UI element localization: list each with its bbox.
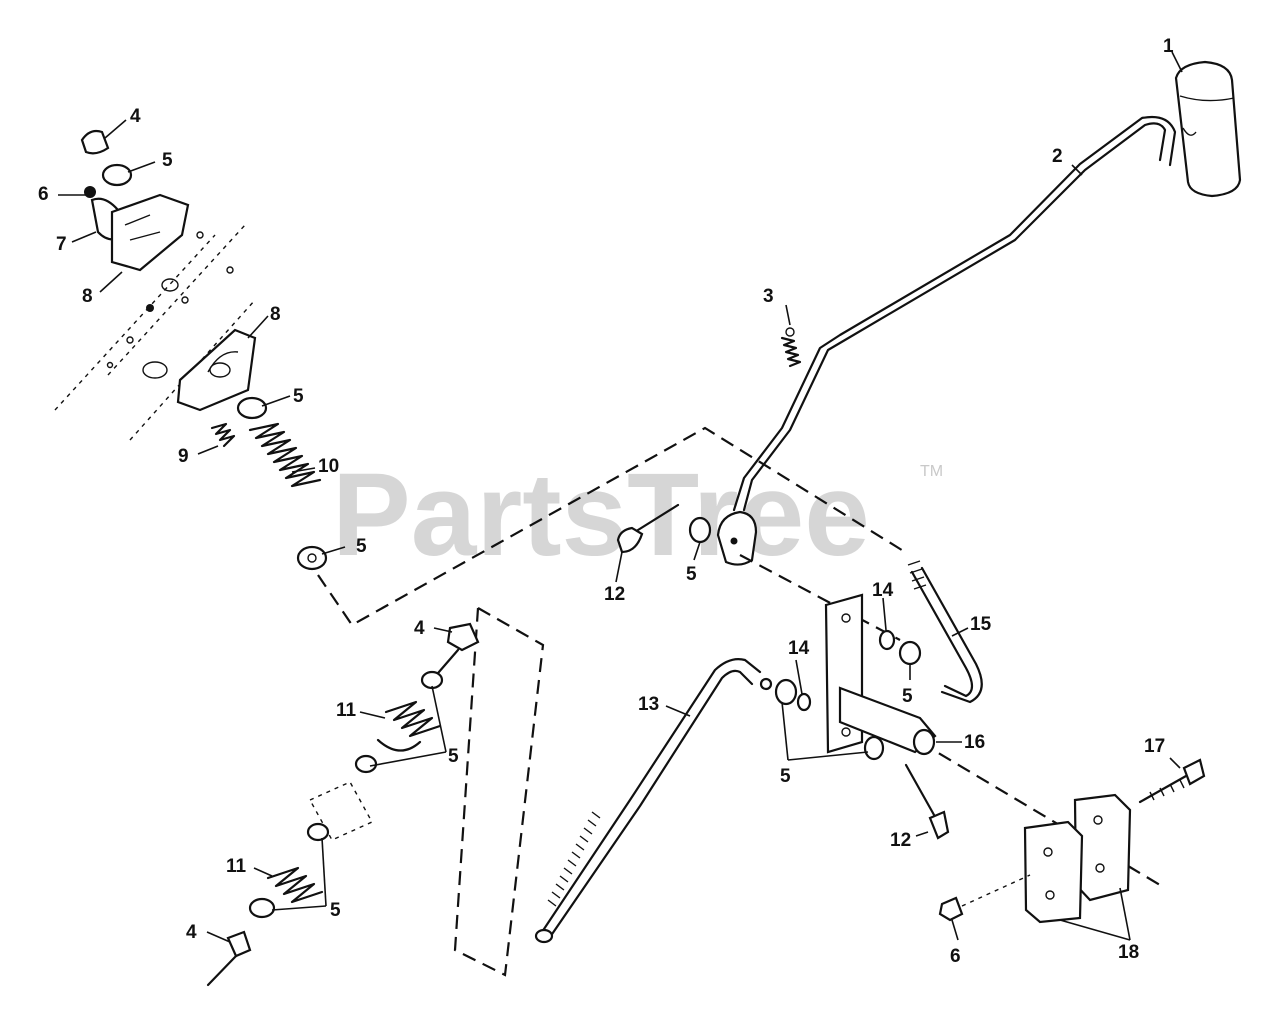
callout-2: 2 [1052, 146, 1063, 167]
part-3-spring[interactable] [780, 327, 802, 368]
assembly-line-lower [453, 607, 545, 977]
watermark-text: PartsTree [332, 449, 870, 581]
callout-5-lever: 5 [686, 564, 697, 585]
callout-6-bottom: 6 [950, 946, 961, 967]
upper-left-bracket-assembly [54, 129, 328, 571]
callout-7: 7 [56, 234, 67, 255]
callout-14-rod: 14 [788, 638, 810, 659]
part-5-washer-rod[interactable] [774, 678, 798, 706]
part-5-washer-link[interactable] [898, 640, 922, 666]
part-5-washer-shaft[interactable] [863, 735, 885, 761]
callout-14-link: 14 [872, 580, 894, 601]
callout-5-stack-lower: 5 [330, 900, 341, 921]
callout-8-upper: 8 [82, 286, 93, 307]
lower-left-spring-stack [206, 622, 480, 987]
callout-16: 16 [964, 732, 985, 753]
callout-4-middle: 4 [414, 618, 425, 639]
callout-11-lower: 11 [226, 856, 247, 877]
part-18-blocks[interactable] [1023, 793, 1132, 924]
callout-9: 9 [178, 446, 189, 467]
part-13-threaded-rod[interactable] [534, 658, 773, 944]
callout-5-top: 5 [162, 150, 173, 171]
callout-11-upper: 11 [336, 700, 357, 721]
callout-12-lower: 12 [890, 830, 911, 851]
callout-6-top: 6 [38, 184, 49, 205]
part-16-plate-shaft[interactable] [824, 593, 937, 756]
callout-5-bracket: 5 [293, 386, 304, 407]
assembly-line-upper [317, 426, 906, 627]
callout-18: 18 [1118, 942, 1139, 963]
callout-10: 10 [318, 456, 339, 477]
part-14-washer-link[interactable] [878, 629, 896, 651]
callout-5-stack-upper: 5 [448, 746, 459, 767]
callout-13: 13 [638, 694, 659, 715]
callout-15: 15 [970, 614, 992, 635]
part-17-bolt[interactable] [1138, 758, 1206, 804]
part-2-lever-rod[interactable] [716, 115, 1177, 566]
callout-4-top: 4 [130, 106, 141, 127]
callout-8-lower: 8 [270, 304, 281, 325]
callout-3: 3 [763, 286, 774, 307]
callout-17: 17 [1144, 736, 1165, 757]
part-14-washer-rod[interactable] [796, 692, 812, 712]
part-6-nut-lower[interactable] [938, 874, 1031, 922]
leader-lines [58, 51, 1183, 943]
callout-12-upper: 12 [604, 584, 625, 605]
callout-1: 1 [1163, 36, 1174, 57]
part-12-cotter-pin-lower[interactable] [904, 763, 950, 840]
callout-5-shaft: 5 [780, 766, 791, 787]
part-1-grip[interactable] [1174, 60, 1242, 198]
part-12-cotter-pin-upper[interactable] [616, 503, 680, 554]
watermark-trademark: TM [920, 463, 943, 480]
part-15-link-rod[interactable] [907, 560, 983, 704]
callout-4-bottom: 4 [186, 922, 197, 943]
callout-5-link: 5 [902, 686, 913, 707]
part-5-washer-lever[interactable] [688, 516, 712, 544]
callout-5-spring: 5 [356, 536, 367, 557]
